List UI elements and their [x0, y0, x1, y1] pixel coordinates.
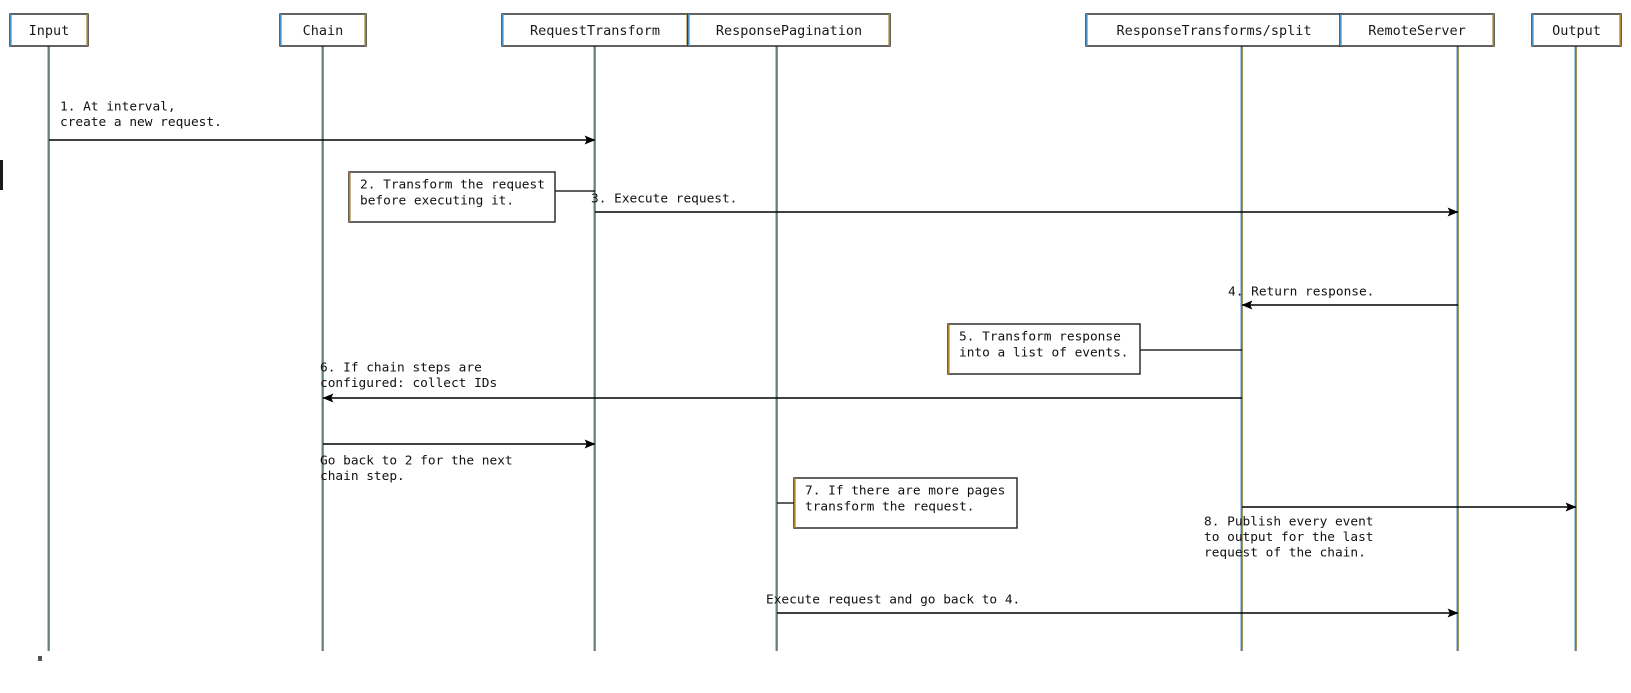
actor-label-respxform: ResponseTransforms/split: [1116, 23, 1311, 39]
actor-resppage[interactable]: ResponsePagination: [687, 13, 891, 47]
message-label-msg4-line-0: 4. Return response.: [1228, 285, 1374, 300]
message-label-msg3-line-0: 3. Execute request.: [591, 192, 737, 207]
actor-output[interactable]: Output: [1531, 13, 1622, 47]
note-box-note2[interactable]: [348, 171, 556, 223]
message-label-msg8-line-1: to output for the last: [1204, 530, 1374, 545]
actor-label-output: Output: [1552, 23, 1601, 39]
message-msg1[interactable]: 1. At interval,create a new request.: [49, 100, 596, 145]
note-box-note5[interactable]: [947, 323, 1141, 375]
message-msg4[interactable]: 4. Return response.: [1228, 285, 1458, 310]
note-text-note2-line-1: before executing it.: [360, 194, 514, 209]
left-edge-artifact-top: [0, 160, 3, 190]
actor-box-remote[interactable]: [1339, 13, 1495, 47]
message-msg3[interactable]: 3. Execute request.: [591, 192, 1459, 217]
actor-chain[interactable]: Chain: [279, 13, 367, 47]
actor-reqxform[interactable]: RequestTransform: [501, 13, 689, 47]
actor-remote[interactable]: RemoteServer: [1339, 13, 1495, 47]
actor-label-remote: RemoteServer: [1368, 23, 1466, 39]
message-label-msg_exec_goback4-line-0: Execute request and go back to 4.: [766, 593, 1020, 608]
actor-box-input[interactable]: [9, 13, 89, 47]
message-label-msg6-line-1: configured: collect IDs: [320, 376, 497, 391]
note-text-note5-line-1: into a list of events.: [959, 346, 1129, 361]
messages-group: 1. At interval,create a new request. 3. E…: [49, 100, 1577, 618]
actor-box-respxform[interactable]: [1085, 13, 1343, 47]
message-msg_exec_goback4[interactable]: Execute request and go back to 4.: [766, 593, 1459, 618]
actor-label-chain: Chain: [303, 23, 344, 39]
message-label-msg6-line-0: 6. If chain steps are: [320, 361, 482, 376]
note-text-note5-line-0: 5. Transform response: [959, 330, 1121, 345]
lifelines-group: [47, 46, 1577, 651]
actor-label-input: Input: [29, 23, 70, 39]
message-label-msg_goback2-line-1: chain step.: [320, 469, 405, 484]
message-label-msg8-line-2: request of the chain.: [1204, 546, 1366, 561]
note-box-note7[interactable]: [793, 477, 1018, 529]
actors-group: Input Chain RequestTransform ResponsePagina…: [9, 13, 1622, 47]
note-text-note7-line-1: transform the request.: [805, 500, 975, 515]
message-label-msg_goback2-line-0: Go back to 2 for the next: [320, 454, 513, 469]
message-label-msg8-line-0: 8. Publish every event: [1204, 515, 1374, 530]
note-text-note2-line-0: 2. Transform the request: [360, 178, 545, 193]
actor-label-reqxform: RequestTransform: [530, 23, 660, 39]
actor-respxform[interactable]: ResponseTransforms/split: [1085, 13, 1343, 47]
left-edge-artifact-bottom: [38, 656, 42, 661]
note-text-note7-line-0: 7. If there are more pages: [805, 484, 1005, 499]
actor-box-reqxform[interactable]: [501, 13, 689, 47]
message-label-msg1-line-1: create a new request.: [60, 115, 222, 130]
actor-label-resppage: ResponsePagination: [716, 23, 862, 39]
message-label-msg1-line-0: 1. At interval,: [60, 100, 176, 115]
actor-box-output[interactable]: [1531, 13, 1622, 47]
actor-input[interactable]: Input: [9, 13, 89, 47]
